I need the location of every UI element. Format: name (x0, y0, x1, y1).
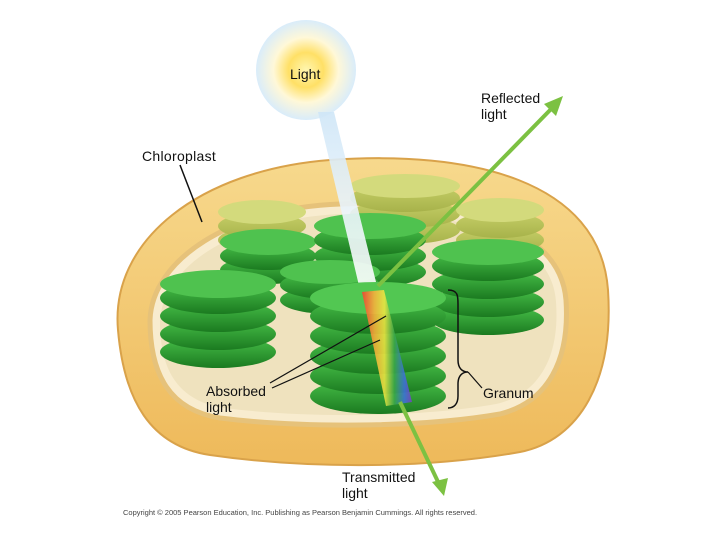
chloroplast-pointer (179, 164, 203, 223)
label-absorbed-line2: light (206, 399, 232, 415)
label-transmitted-light: Transmitted light (342, 469, 442, 501)
label-light: Light (290, 66, 320, 82)
incoming-light-beam (318, 112, 378, 290)
reflected-light-arrow (376, 102, 558, 288)
label-transmitted-line2: light (342, 485, 368, 501)
label-absorbed-line1: Absorbed (206, 383, 266, 399)
label-granum: Granum (483, 385, 534, 401)
label-reflected-light: Reflected light (481, 90, 571, 122)
transmitted-light-arrow (398, 401, 442, 487)
label-light-text: Light (290, 66, 321, 82)
label-transmitted-line1: Transmitted (342, 469, 416, 485)
label-granum-text: Granum (483, 385, 534, 401)
reflected-arrowhead (544, 96, 563, 116)
granum-mid-right (432, 239, 544, 335)
transmitted-arrowhead (432, 478, 448, 496)
sun-icon (256, 20, 356, 120)
absorbed-pointer-1 (269, 315, 387, 384)
label-chloroplast-text: Chloroplast (142, 148, 217, 164)
granum-front-left (160, 270, 276, 368)
absorbed-spectrum (362, 290, 412, 406)
copyright-notice: Copyright © 2005 Pearson Education, Inc.… (123, 508, 478, 517)
absorbed-pointer-2 (271, 339, 381, 389)
label-reflected-line1: Reflected (481, 90, 541, 106)
label-absorbed-light: Absorbed light (206, 383, 286, 415)
granum-pointer (467, 371, 483, 389)
label-chloroplast: Chloroplast (142, 148, 216, 164)
label-reflected-line2: light (481, 106, 507, 122)
